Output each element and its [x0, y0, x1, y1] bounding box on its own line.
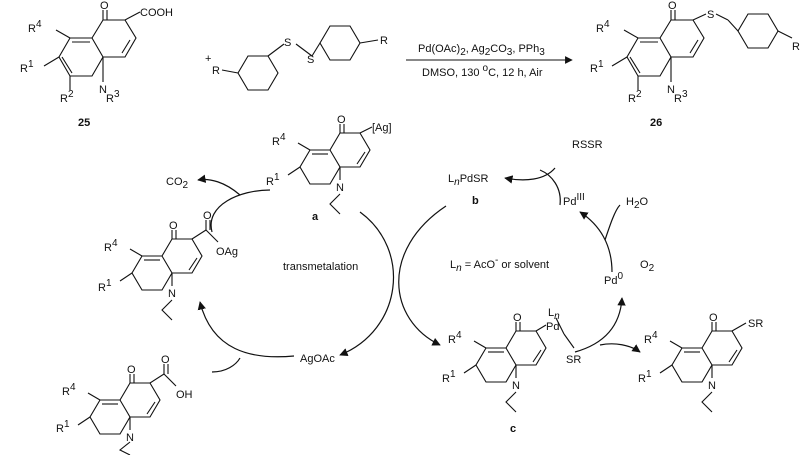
reaction-reagents: Pd(OAc)2, Ag2CO3, PPh3	[418, 43, 545, 58]
intermediate-label-a: a	[312, 211, 319, 223]
acid-feed-arc	[211, 357, 241, 373]
atom-pd: Pd	[546, 321, 559, 333]
diaryl-disulfide	[221, 25, 379, 91]
atom-o: O	[668, 0, 677, 12]
reactant-quinolone-acid	[43, 10, 141, 90]
pd0-label: Pd0	[604, 271, 623, 287]
intermediate-a-aryl-silver	[287, 124, 373, 215]
atom-r: R	[212, 65, 220, 77]
atom-n: N	[667, 84, 675, 96]
co2-label: CO2	[166, 176, 189, 191]
atom-oag: OAg	[216, 246, 238, 258]
atom-r1: R1	[266, 172, 280, 188]
atom-n: N	[126, 432, 134, 444]
atom-n: N	[708, 380, 716, 392]
atom-o: O	[709, 312, 718, 324]
atom-cooh: COOH	[140, 7, 173, 19]
reaction-conditions: DMSO, 130 oC, 12 h, Air	[422, 63, 543, 79]
compound-label-26: 26	[650, 117, 662, 129]
atom-r1: R1	[20, 59, 34, 75]
atom-o: O	[337, 114, 346, 126]
atom-r4: R4	[272, 132, 286, 148]
transmetalation-label: transmetalation	[283, 261, 358, 273]
rssr-label: RSSR	[572, 139, 603, 151]
thioether-product	[659, 322, 747, 413]
intermediate-c-aryl-palladium	[463, 317, 575, 413]
decarboxylation-arrow	[210, 189, 271, 233]
atom-r3: R3	[106, 89, 120, 105]
atom-sr: SR	[566, 354, 581, 366]
atom-n: N	[336, 182, 344, 194]
atom-r4: R4	[28, 19, 42, 35]
atom-n: N	[512, 380, 520, 392]
ligand-note: Ln = AcO- or solvent	[450, 255, 549, 274]
o2-label: O2	[640, 259, 655, 274]
atom-ag-bracket: [Ag]	[372, 122, 392, 134]
atom-oh: OH	[176, 389, 193, 401]
atom-r4: R4	[448, 330, 462, 346]
agoac-label: AgOAc	[300, 353, 335, 365]
atom-r1: R1	[98, 278, 112, 294]
atom-r1: R1	[590, 59, 604, 75]
silver-carboxylate	[119, 220, 219, 321]
atom-ln: Ln	[548, 307, 560, 322]
pd3-to-lnpdsr-arc	[539, 169, 561, 206]
atom-r1: R1	[442, 369, 456, 385]
reductive-elimination-arrow	[574, 297, 626, 353]
atom-o: O	[100, 0, 109, 12]
atom-r1: R1	[56, 419, 70, 435]
compound-label-25: 25	[78, 117, 90, 129]
h2o-label: H2O	[626, 196, 649, 211]
atom-r4: R4	[104, 238, 118, 254]
intermediate-label-c: c	[510, 423, 516, 435]
atom-r2: R2	[60, 89, 74, 105]
atom-s: S	[707, 9, 714, 21]
atom-o: O	[169, 220, 178, 232]
atom-o: O	[513, 312, 522, 324]
pd3-label: PdIII	[563, 192, 585, 208]
co2-release-arrow	[197, 174, 241, 196]
atom-s: S	[284, 37, 291, 49]
atom-o: O	[161, 354, 170, 366]
atom-r2: R2	[628, 89, 642, 105]
transmetalation-arrow-right	[398, 205, 447, 346]
oxidation-arrow	[579, 211, 613, 273]
atom-r4: R4	[644, 330, 658, 346]
atom-r1: R1	[638, 369, 652, 385]
rssr-arrow	[504, 167, 556, 184]
atom-sr: SR	[748, 318, 763, 330]
atom-n: N	[168, 288, 176, 300]
lnpdsr-label: LnPdSR	[448, 173, 488, 188]
atom-s: S	[307, 54, 314, 66]
atom-r4: R4	[62, 382, 76, 398]
atom-r: R	[380, 35, 388, 47]
acid-to-silver-arrow	[197, 301, 295, 358]
quinolone-acid	[77, 364, 177, 455]
atom-r3: R3	[674, 89, 688, 105]
atom-o: O	[203, 210, 212, 222]
atom-n: N	[99, 84, 107, 96]
intermediate-label-b: b	[472, 195, 479, 207]
atom-r: R	[792, 41, 800, 53]
product-release-arrow	[599, 343, 641, 353]
transmetalation-arrow-left	[339, 211, 394, 357]
product-quinolone-thioether	[611, 10, 793, 90]
water-release-arc	[604, 204, 621, 241]
atom-o: O	[127, 364, 136, 376]
plus-sign: +	[205, 53, 211, 65]
atom-r4: R4	[596, 19, 610, 35]
